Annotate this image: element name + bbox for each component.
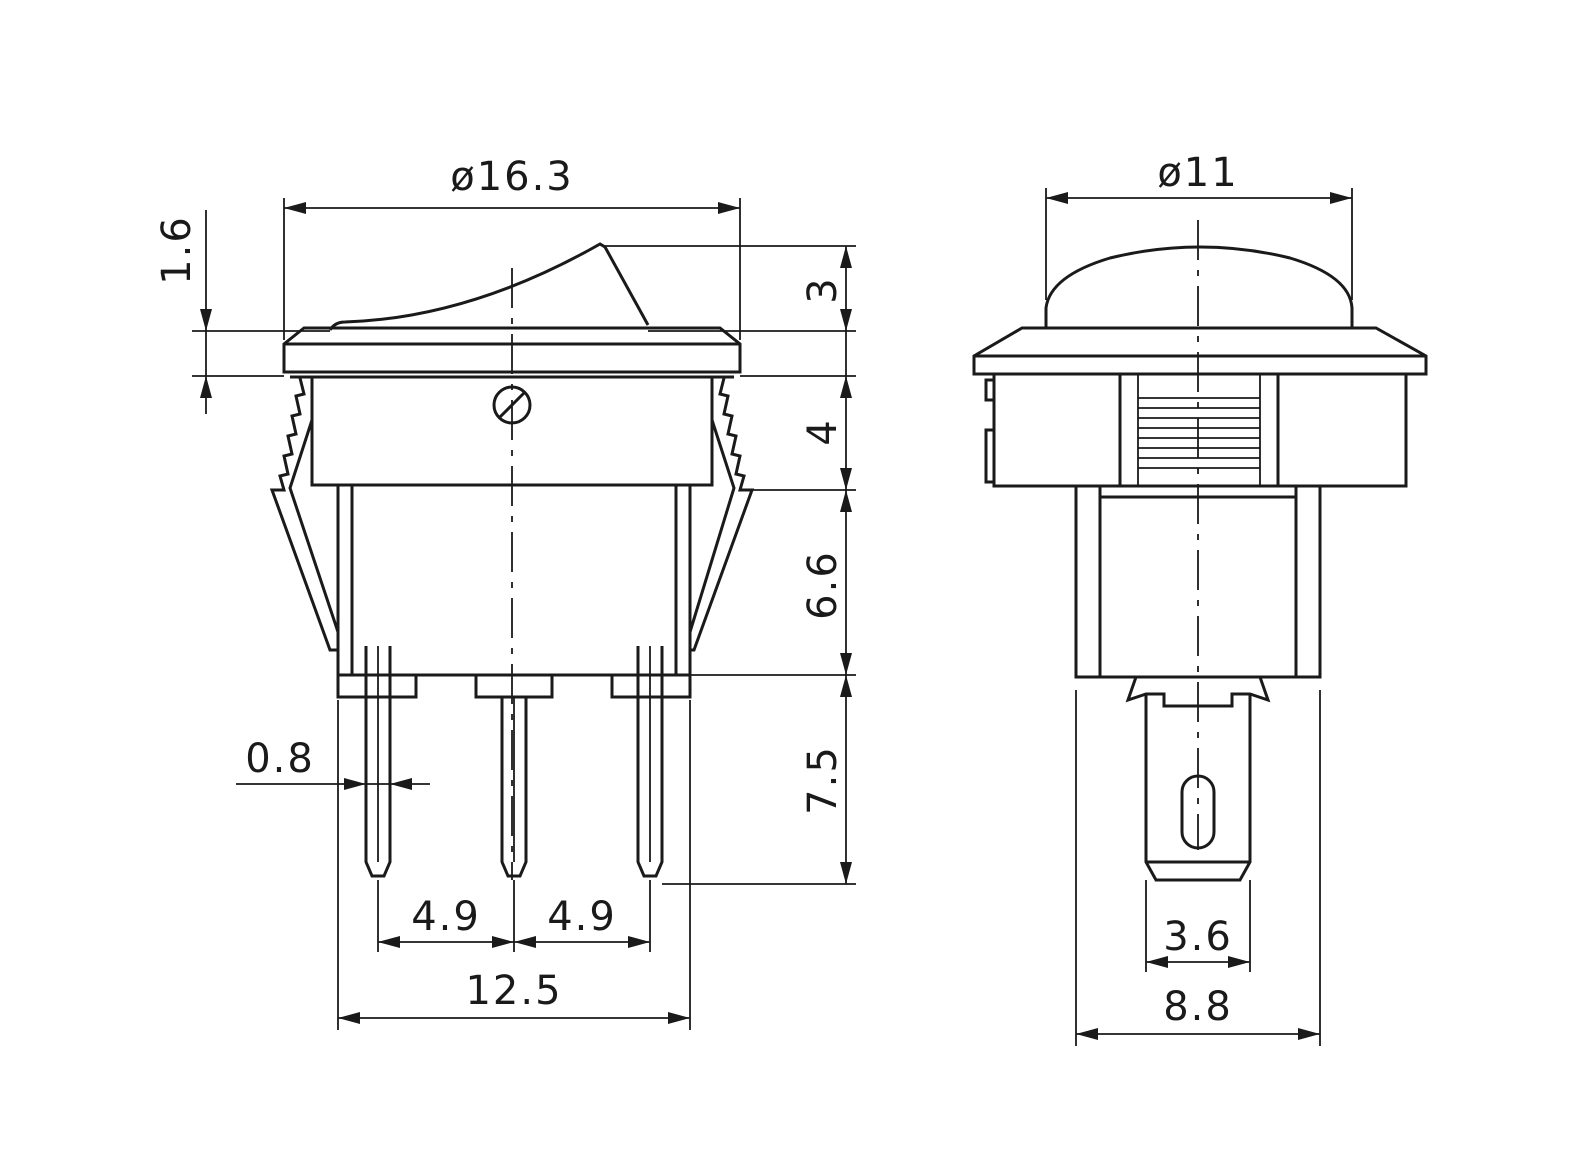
front-view: ø11 3.6 8.8 <box>972 150 1428 1046</box>
dim-base-height: 6.6 <box>800 550 846 620</box>
right-latch <box>690 377 755 652</box>
dim-pitch-right: 4.9 <box>547 894 617 940</box>
dim-flange-thickness: 1.6 <box>154 215 200 285</box>
lamp-window <box>1137 374 1261 486</box>
dim-overall-diameter: ø16.3 <box>450 154 574 200</box>
dim-base-width: 12.5 <box>465 968 562 1014</box>
side-view: ø16.3 1.6 3 4 6.6 7.5 0.8 <box>154 154 856 1030</box>
pin-left <box>364 646 392 878</box>
dim-rocker-height: 3 <box>800 276 846 303</box>
pin-center <box>500 697 528 878</box>
dim-terminal-width: 3.6 <box>1163 914 1233 960</box>
dome-cap <box>1044 245 1354 328</box>
front-base <box>994 484 1406 679</box>
dim-body-height: 4 <box>800 418 846 445</box>
dim-pitch-left: 4.9 <box>411 894 481 940</box>
dim-pin-width: 0.8 <box>245 736 315 782</box>
front-housing <box>992 372 1408 488</box>
rocker-button <box>328 242 650 331</box>
dim-dome-diameter: ø11 <box>1157 150 1238 196</box>
dim-pin-length: 7.5 <box>800 745 846 815</box>
pin-right <box>636 646 664 878</box>
front-flange <box>972 326 1428 376</box>
left-latch <box>269 377 338 652</box>
dim-front-base-width: 8.8 <box>1163 984 1233 1030</box>
